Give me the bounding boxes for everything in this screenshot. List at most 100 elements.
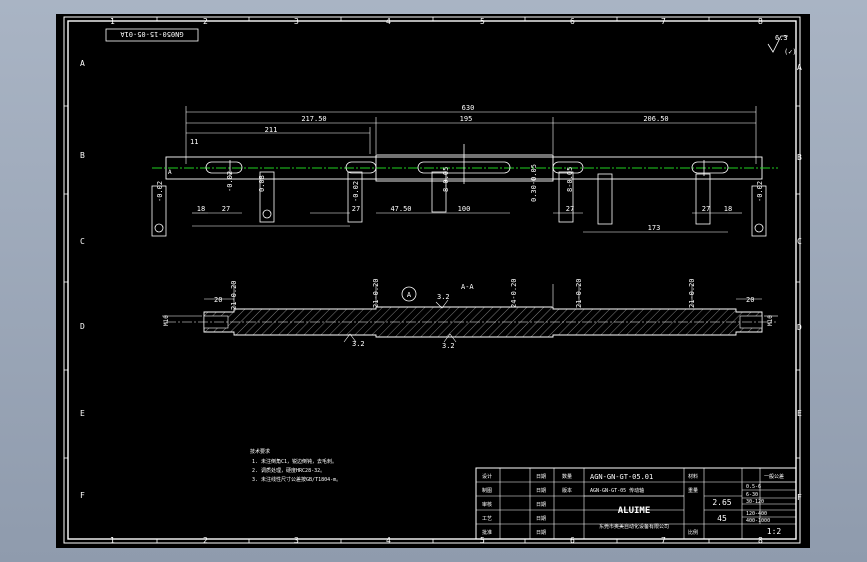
company-logo: ALUIME — [618, 506, 651, 516]
weight-value: 2.65 — [712, 498, 731, 507]
tb-sign-label: 日期 — [536, 530, 546, 536]
col-label: 7 — [661, 536, 666, 545]
roughness-bracket: (✓) — [784, 48, 797, 56]
col-label: 3 — [294, 536, 299, 545]
row-label: F — [80, 491, 85, 500]
row-labels: A B C D E F A B C D E F — [80, 59, 802, 502]
row-label: F — [797, 493, 802, 502]
col-label: 1 — [110, 536, 115, 545]
row-label: E — [797, 409, 802, 418]
dim-27a: 27 — [222, 205, 230, 213]
col-label: 4 — [386, 536, 391, 545]
col-label: 6 — [570, 17, 575, 26]
title-block: 设计 制图 审核 工艺 批准 日期 日期 日期 日期 日期 数量 版本 材料 重… — [475, 467, 797, 540]
tol-4: -0.02 — [352, 181, 360, 202]
label-a: A — [168, 169, 172, 176]
tb-sign-label: 日期 — [536, 474, 546, 480]
tb-sign-label: 日期 — [536, 516, 546, 522]
tb-sign-label: 日期 — [536, 502, 546, 508]
tb-mini: 0.5-6 — [746, 484, 761, 490]
tb-row-label: 审核 — [482, 501, 492, 508]
dim-100: 100 — [458, 205, 471, 213]
dim-27c: 27 — [566, 205, 574, 213]
row-label: D — [797, 323, 802, 332]
thread-left: M10 — [163, 315, 170, 326]
col-label: 8 — [758, 536, 763, 545]
dim-11: 11 — [190, 138, 198, 146]
col-label: 4 — [386, 17, 391, 26]
dim-18b: 18 — [724, 205, 732, 213]
note-line: 1. 未注倒角C1，锐边倒钝，去毛刺。 — [252, 458, 337, 465]
shaft-section-view: A A-A 20 20 21-0.20 21-0.20 24-0.20 21- — [162, 278, 778, 350]
outer-border — [63, 16, 801, 544]
section-marker-label: A — [407, 291, 412, 299]
part-name: AGN-GN-GT-05 传动轴 — [590, 487, 644, 494]
column-labels: 1 2 3 4 5 6 7 8 1 2 3 4 5 6 7 8 — [110, 17, 763, 545]
rough-b: 3.2 — [442, 342, 455, 350]
row-label: A — [797, 63, 802, 72]
tb-row-label: 制图 — [482, 487, 492, 494]
cad-drawing: 1 2 3 4 5 6 7 8 1 2 3 4 5 6 7 8 A B C — [63, 16, 802, 545]
material-value: 45 — [717, 514, 727, 523]
rough-c: 3.2 — [437, 293, 450, 301]
sec-3: 24-0.20 — [510, 278, 518, 308]
sec-2: 21-0.20 — [372, 278, 380, 308]
tol-1: -0.02 — [156, 181, 164, 202]
note-line: 3. 未注线性尺寸公差按GB/T1804-m。 — [252, 476, 341, 483]
row-label: D — [80, 322, 85, 331]
code-box — [105, 28, 199, 42]
tol-3: 0.08 — [258, 175, 266, 192]
dim-27d: 27 — [702, 205, 710, 213]
company-name: 东莞市奥美自动化设备有限公司 — [599, 523, 669, 530]
thread-right: M10 — [767, 315, 774, 326]
dim-20a: 20 — [214, 296, 222, 304]
drawing-sheet: 1 2 3 4 5 6 7 8 1 2 3 4 5 6 7 8 A B C — [56, 14, 810, 548]
dim-211: 211 — [265, 126, 278, 134]
dim-18: 18 — [197, 205, 205, 213]
col-label: 1 — [110, 17, 115, 26]
col-label: 7 — [661, 17, 666, 26]
dim-173: 173 — [648, 224, 661, 232]
tb-cell-label: 比例 — [688, 529, 698, 536]
note-line: 2. 调质处理，硬度HRC28-32。 — [252, 467, 325, 474]
tb-cell-label: 重量 — [688, 487, 698, 494]
dim-27b: 27 — [352, 205, 360, 213]
row-label: C — [80, 237, 85, 246]
section-marker — [401, 286, 417, 302]
col-label: 2 — [203, 17, 208, 26]
sec-4: 21-0.20 — [575, 278, 583, 308]
col-label: 5 — [480, 536, 485, 545]
tb-row-label: 设计 — [482, 473, 492, 480]
col-label: 6 — [570, 536, 575, 545]
tb-mini: 6-30 — [746, 492, 758, 498]
tol-2: -0.02 — [226, 171, 234, 192]
col-label: 3 — [294, 17, 299, 26]
tol-7: 8-0.05 — [566, 167, 574, 192]
rough-a: 3.2 — [352, 340, 365, 348]
tol-6: 0.30-0.05 — [530, 164, 538, 202]
tb-mini: 120-400 — [746, 511, 767, 517]
roughness-symbol: 6.3 (✓) — [767, 34, 797, 56]
dim-right: 206.50 — [643, 115, 668, 123]
tol-8: -0.02 — [756, 181, 764, 202]
col-label: 2 — [203, 536, 208, 545]
row-label: E — [80, 409, 85, 418]
dim-left: 217.50 — [301, 115, 326, 123]
tb-cell-label: 材料 — [688, 473, 698, 480]
row-label: A — [80, 59, 85, 68]
tb-row-label: 批准 — [482, 529, 492, 536]
dim-mid: 195 — [460, 115, 473, 123]
tb-mini: 400-1000 — [746, 518, 770, 524]
shaft-top-view: 630 217.50 195 206.50 211 11 A -0.02 -0.… — [151, 104, 778, 237]
dim-20b: 20 — [746, 296, 754, 304]
sec-5: 21-0.20 — [688, 278, 696, 308]
roughness-value: 6.3 — [775, 34, 788, 42]
scale-value: 1:2 — [767, 527, 782, 536]
dim-4750: 47.50 — [390, 205, 411, 213]
row-label: B — [80, 151, 85, 160]
col-label: 5 — [480, 17, 485, 26]
tb-row-label: 工艺 — [482, 516, 492, 522]
drawing-code: GN050-15-05-01A — [120, 30, 184, 38]
tb-sign-label: 日期 — [536, 488, 546, 494]
